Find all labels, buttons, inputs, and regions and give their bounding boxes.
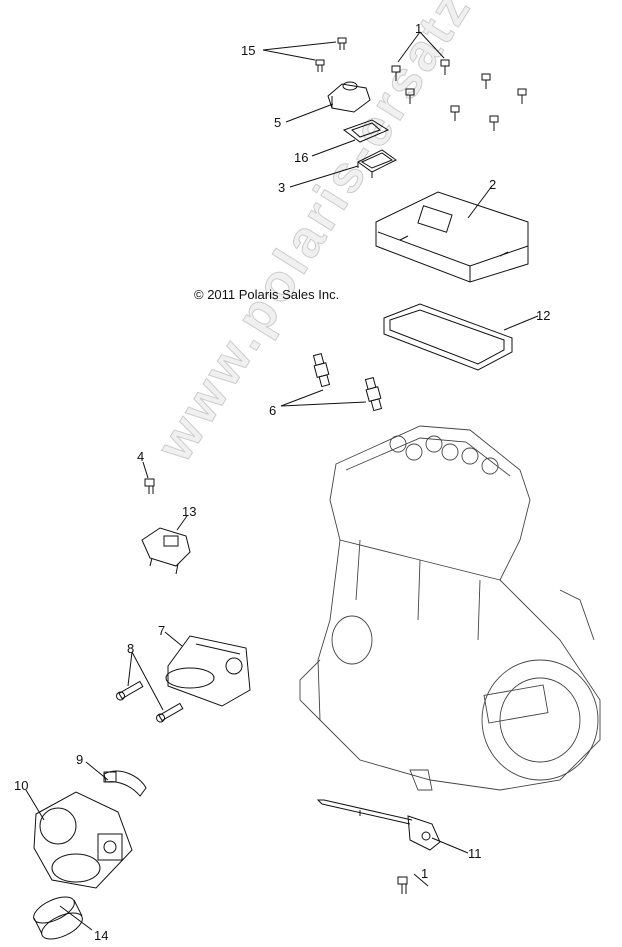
engine-assembly [299, 425, 601, 791]
screw-group-15 [315, 37, 347, 72]
bolt-group-1 [391, 59, 527, 894]
callout-1-top: 1 [415, 21, 423, 36]
callout-4: 4 [137, 449, 145, 464]
filter-part-3 [357, 149, 397, 178]
bolt-part-4 [144, 478, 155, 494]
callout-9: 9 [76, 752, 84, 767]
bolts-part-8 [116, 680, 184, 723]
leader-lines [25, 31, 539, 931]
callout-2: 2 [489, 177, 497, 192]
callout-5: 5 [274, 115, 282, 130]
coupler-part-14 [33, 896, 83, 940]
callout-1-bottom: 1 [421, 866, 429, 881]
valve-cover-part-2 [375, 191, 529, 283]
callout-10: 10 [14, 778, 29, 793]
callout-8: 8 [127, 641, 135, 656]
callout-16: 16 [294, 150, 309, 165]
callout-6: 6 [269, 403, 277, 418]
gasket-part-16 [342, 119, 390, 143]
sensor-part-5 [327, 81, 371, 113]
copyright-notice: © 2011 Polaris Sales Inc. [194, 287, 340, 302]
speed-sensor-part-11 [316, 799, 441, 851]
intake-adapter-part-7 [165, 635, 251, 707]
callout-14: 14 [94, 928, 109, 943]
clamp-part-9 [103, 770, 147, 797]
callout-3: 3 [278, 180, 286, 195]
callout-7: 7 [158, 623, 166, 638]
callout-15: 15 [241, 43, 256, 58]
spark-plugs-part-6 [312, 352, 383, 412]
callout-13: 13 [182, 504, 197, 519]
callout-12: 12 [536, 308, 551, 323]
throttle-body-part-10 [33, 791, 133, 889]
gasket-part-12 [383, 303, 513, 371]
sensor-part-13 [141, 527, 191, 575]
callout-11: 11 [468, 846, 482, 861]
